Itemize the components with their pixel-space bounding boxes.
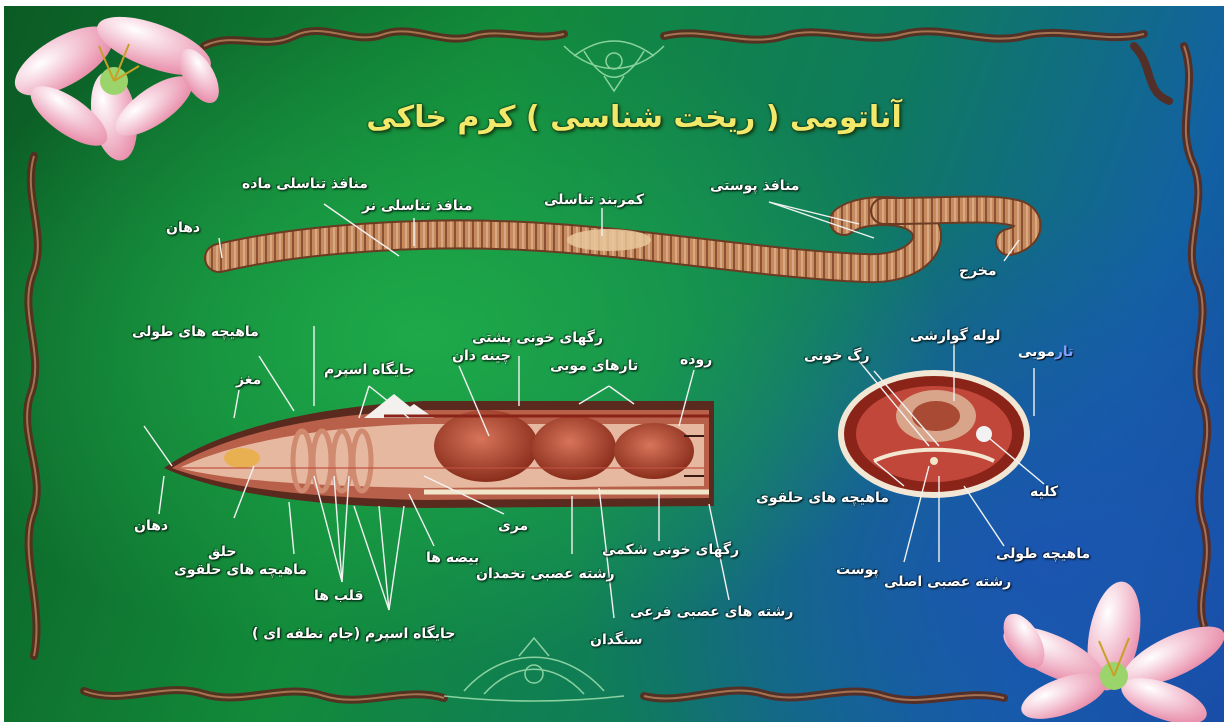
label-digestive-tube: لوله گوارشی [910,328,1000,344]
label-ovaries: بیضه ها [426,550,479,566]
label-lateral-nerves: رشته های عصبی فرعی [630,604,793,620]
label-intestine: روده [680,352,712,368]
label-mouth-external: دهان [166,220,200,236]
label-longitudinal-muscle-cross: ماهیچه طولی [996,546,1090,562]
label-seta-cross: تارمویی [1018,344,1073,360]
label-dorsal-blood-vessels: رگهای خونی پشتی [472,330,603,346]
label-seminal-vesicle: جایگاه اسپرم [324,362,414,378]
lily-flower-bottom-right-icon [995,577,1224,722]
label-seminal-receptacle: جایگاه اسپرم (جام نطفه ای ) [252,626,455,642]
label-circular-muscles-section: ماهیچه های حلقوی [174,562,307,578]
label-seta-prefix: تار [1055,344,1074,360]
anatomy-poster: آناتومی ( ریخت شناسی ) کرم خاکی منافذ تن… [4,6,1224,722]
label-esophagus: مری [498,518,528,534]
label-hearts: قلب ها [314,588,364,604]
label-gizzard: سنگدان [590,632,642,648]
page-title: آناتومی ( ریخت شناسی ) کرم خاکی [349,100,919,135]
label-longitudinal-muscles: ماهیچه های طولی [132,324,259,340]
label-mouth-section: دهان [134,518,168,534]
cross-section-illustration [838,370,1030,498]
ornament-top-icon [564,41,664,91]
label-ventral-nerve-cord: رشته عصبی تخمدان [476,566,615,582]
label-kidney: کلیه [1030,484,1058,500]
external-worm-illustration [219,209,1028,268]
label-anus: مخرج [959,263,997,279]
label-blood-vessel: رگ خونی [804,348,870,364]
label-skin: پوست [836,562,879,578]
label-brain: مغز [236,372,261,388]
label-male-genital-pore: منافذ تناسلی نر [362,198,472,214]
label-seta-suffix: مویی [1018,344,1055,360]
label-circular-muscles-cross: ماهیچه های حلقوی [756,490,889,506]
label-setae: تارهای مویی [550,358,638,374]
label-main-nerve-cord: رشته عصبی اصلی [884,574,1011,590]
longitudinal-section-illustration [164,394,714,508]
label-pharynx: حلق [208,544,236,560]
lily-flower-top-left-icon [4,6,227,164]
label-clitellum: کمربند تناسلی [544,192,644,208]
label-crop: چینه دان [452,348,511,364]
label-skin-pores: منافذ پوستی [710,178,799,194]
label-female-genital-pore: منافذ تناسلی ماده [242,176,368,192]
label-ventral-blood-vessels: رگهای خونی شکمی [602,542,739,558]
